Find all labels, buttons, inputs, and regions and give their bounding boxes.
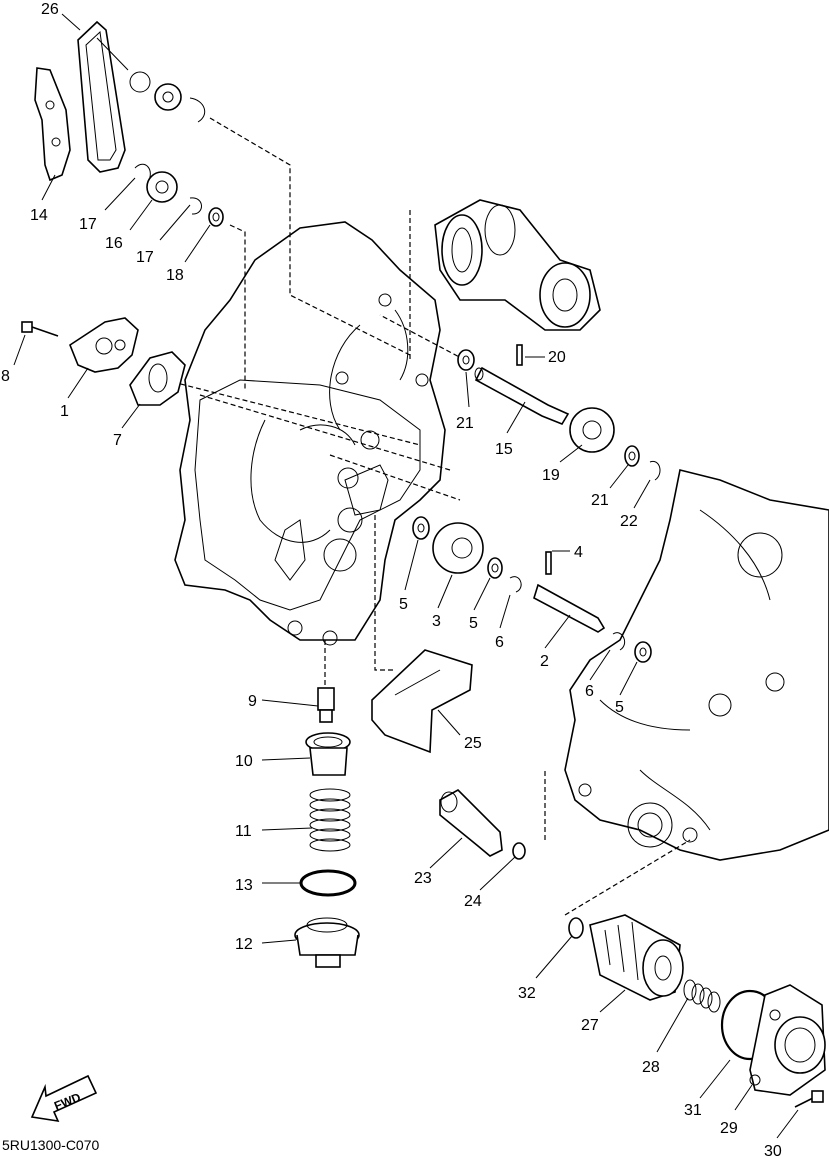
callout-13: 13: [235, 877, 253, 894]
callout-17: 17: [79, 216, 97, 233]
callout-6: 6: [585, 683, 594, 700]
callout-2: 2: [540, 653, 549, 670]
chain-guide-14: [34, 67, 71, 182]
pin-4: [545, 551, 552, 575]
assembly-lines: [164, 117, 691, 916]
callout-5: 5: [469, 615, 478, 632]
cam-chain-26: [77, 20, 126, 173]
fwd-arrow-icon: FWD: [30, 1074, 98, 1123]
fitting-9: [317, 687, 335, 723]
shaft-15: [474, 366, 570, 425]
callout-8: 8: [1, 368, 10, 385]
callout-22: 22: [620, 513, 638, 530]
callout-25: 25: [464, 735, 482, 752]
callout-21: 21: [456, 415, 474, 432]
callout-5: 5: [399, 596, 408, 613]
bolt-30: [794, 1090, 824, 1108]
washer-21b: [624, 445, 640, 467]
crankcase-right: [564, 469, 829, 861]
oil-filter-27: [589, 914, 684, 1001]
washer-5a: [412, 516, 430, 540]
callout-24: 24: [464, 893, 482, 910]
callout-28: 28: [642, 1059, 660, 1076]
callout-21: 21: [591, 492, 609, 509]
washer-5c: [634, 641, 652, 663]
callout-16: 16: [105, 235, 123, 252]
clip-6a: [509, 576, 522, 593]
crankshaft-gear-assembly: [434, 199, 601, 331]
pin-20: [516, 344, 523, 366]
baffle-25: [371, 649, 473, 754]
callout-20: 20: [548, 349, 566, 366]
o-ring-24: [512, 842, 526, 860]
callout-27: 27: [581, 1017, 599, 1034]
callout-23: 23: [414, 870, 432, 887]
callout-labels: 26 14 17 16 17 18 8 1 7 20 21 15 19 21 2…: [1, 1, 782, 1157]
callout-18: 18: [166, 267, 184, 284]
gasket-7: [129, 351, 186, 406]
callout-10: 10: [235, 753, 253, 770]
callout-30: 30: [764, 1143, 782, 1157]
callout-15: 15: [495, 441, 513, 458]
callout-19: 19: [542, 467, 560, 484]
callout-32: 32: [518, 985, 536, 1002]
callout-29: 29: [720, 1120, 738, 1137]
callout-11: 11: [235, 823, 252, 840]
gear-19: [569, 407, 615, 453]
callout-1: 1: [60, 403, 69, 420]
relief-valve-23: [439, 789, 503, 857]
callout-6: 6: [495, 634, 504, 651]
washer-21a: [457, 349, 475, 371]
filter-cover-29: [749, 984, 826, 1096]
spring-28: [683, 979, 721, 1013]
leader-lines: [13, 13, 799, 1139]
callout-3: 3: [432, 613, 441, 630]
callout-14: 14: [30, 207, 48, 224]
sprocket-16-and-clips: [134, 163, 224, 227]
callout-5: 5: [615, 699, 624, 716]
drain-plug-12: [294, 917, 360, 968]
spring-11: [309, 788, 351, 852]
crankcase-left: [174, 221, 446, 646]
callout-17: 17: [136, 249, 154, 266]
oil-pump-1: [69, 317, 139, 373]
upper-sprocket-set: [129, 71, 206, 123]
callout-9: 9: [248, 693, 257, 710]
o-ring-32: [568, 917, 584, 939]
gear-3: [432, 522, 484, 574]
washer-5b: [487, 557, 503, 579]
callout-12: 12: [235, 936, 253, 953]
callout-31: 31: [684, 1102, 702, 1119]
strainer-10: [305, 732, 351, 776]
callout-4: 4: [574, 544, 583, 561]
callout-7: 7: [113, 432, 122, 449]
o-ring-13: [299, 869, 357, 897]
clip-6b: [612, 632, 626, 651]
clip-22: [649, 460, 661, 481]
diagram-code: 5RU1300-C070: [2, 1137, 99, 1153]
bolt-8: [21, 321, 59, 337]
shaft-2: [533, 583, 606, 633]
callout-26: 26: [41, 1, 59, 18]
